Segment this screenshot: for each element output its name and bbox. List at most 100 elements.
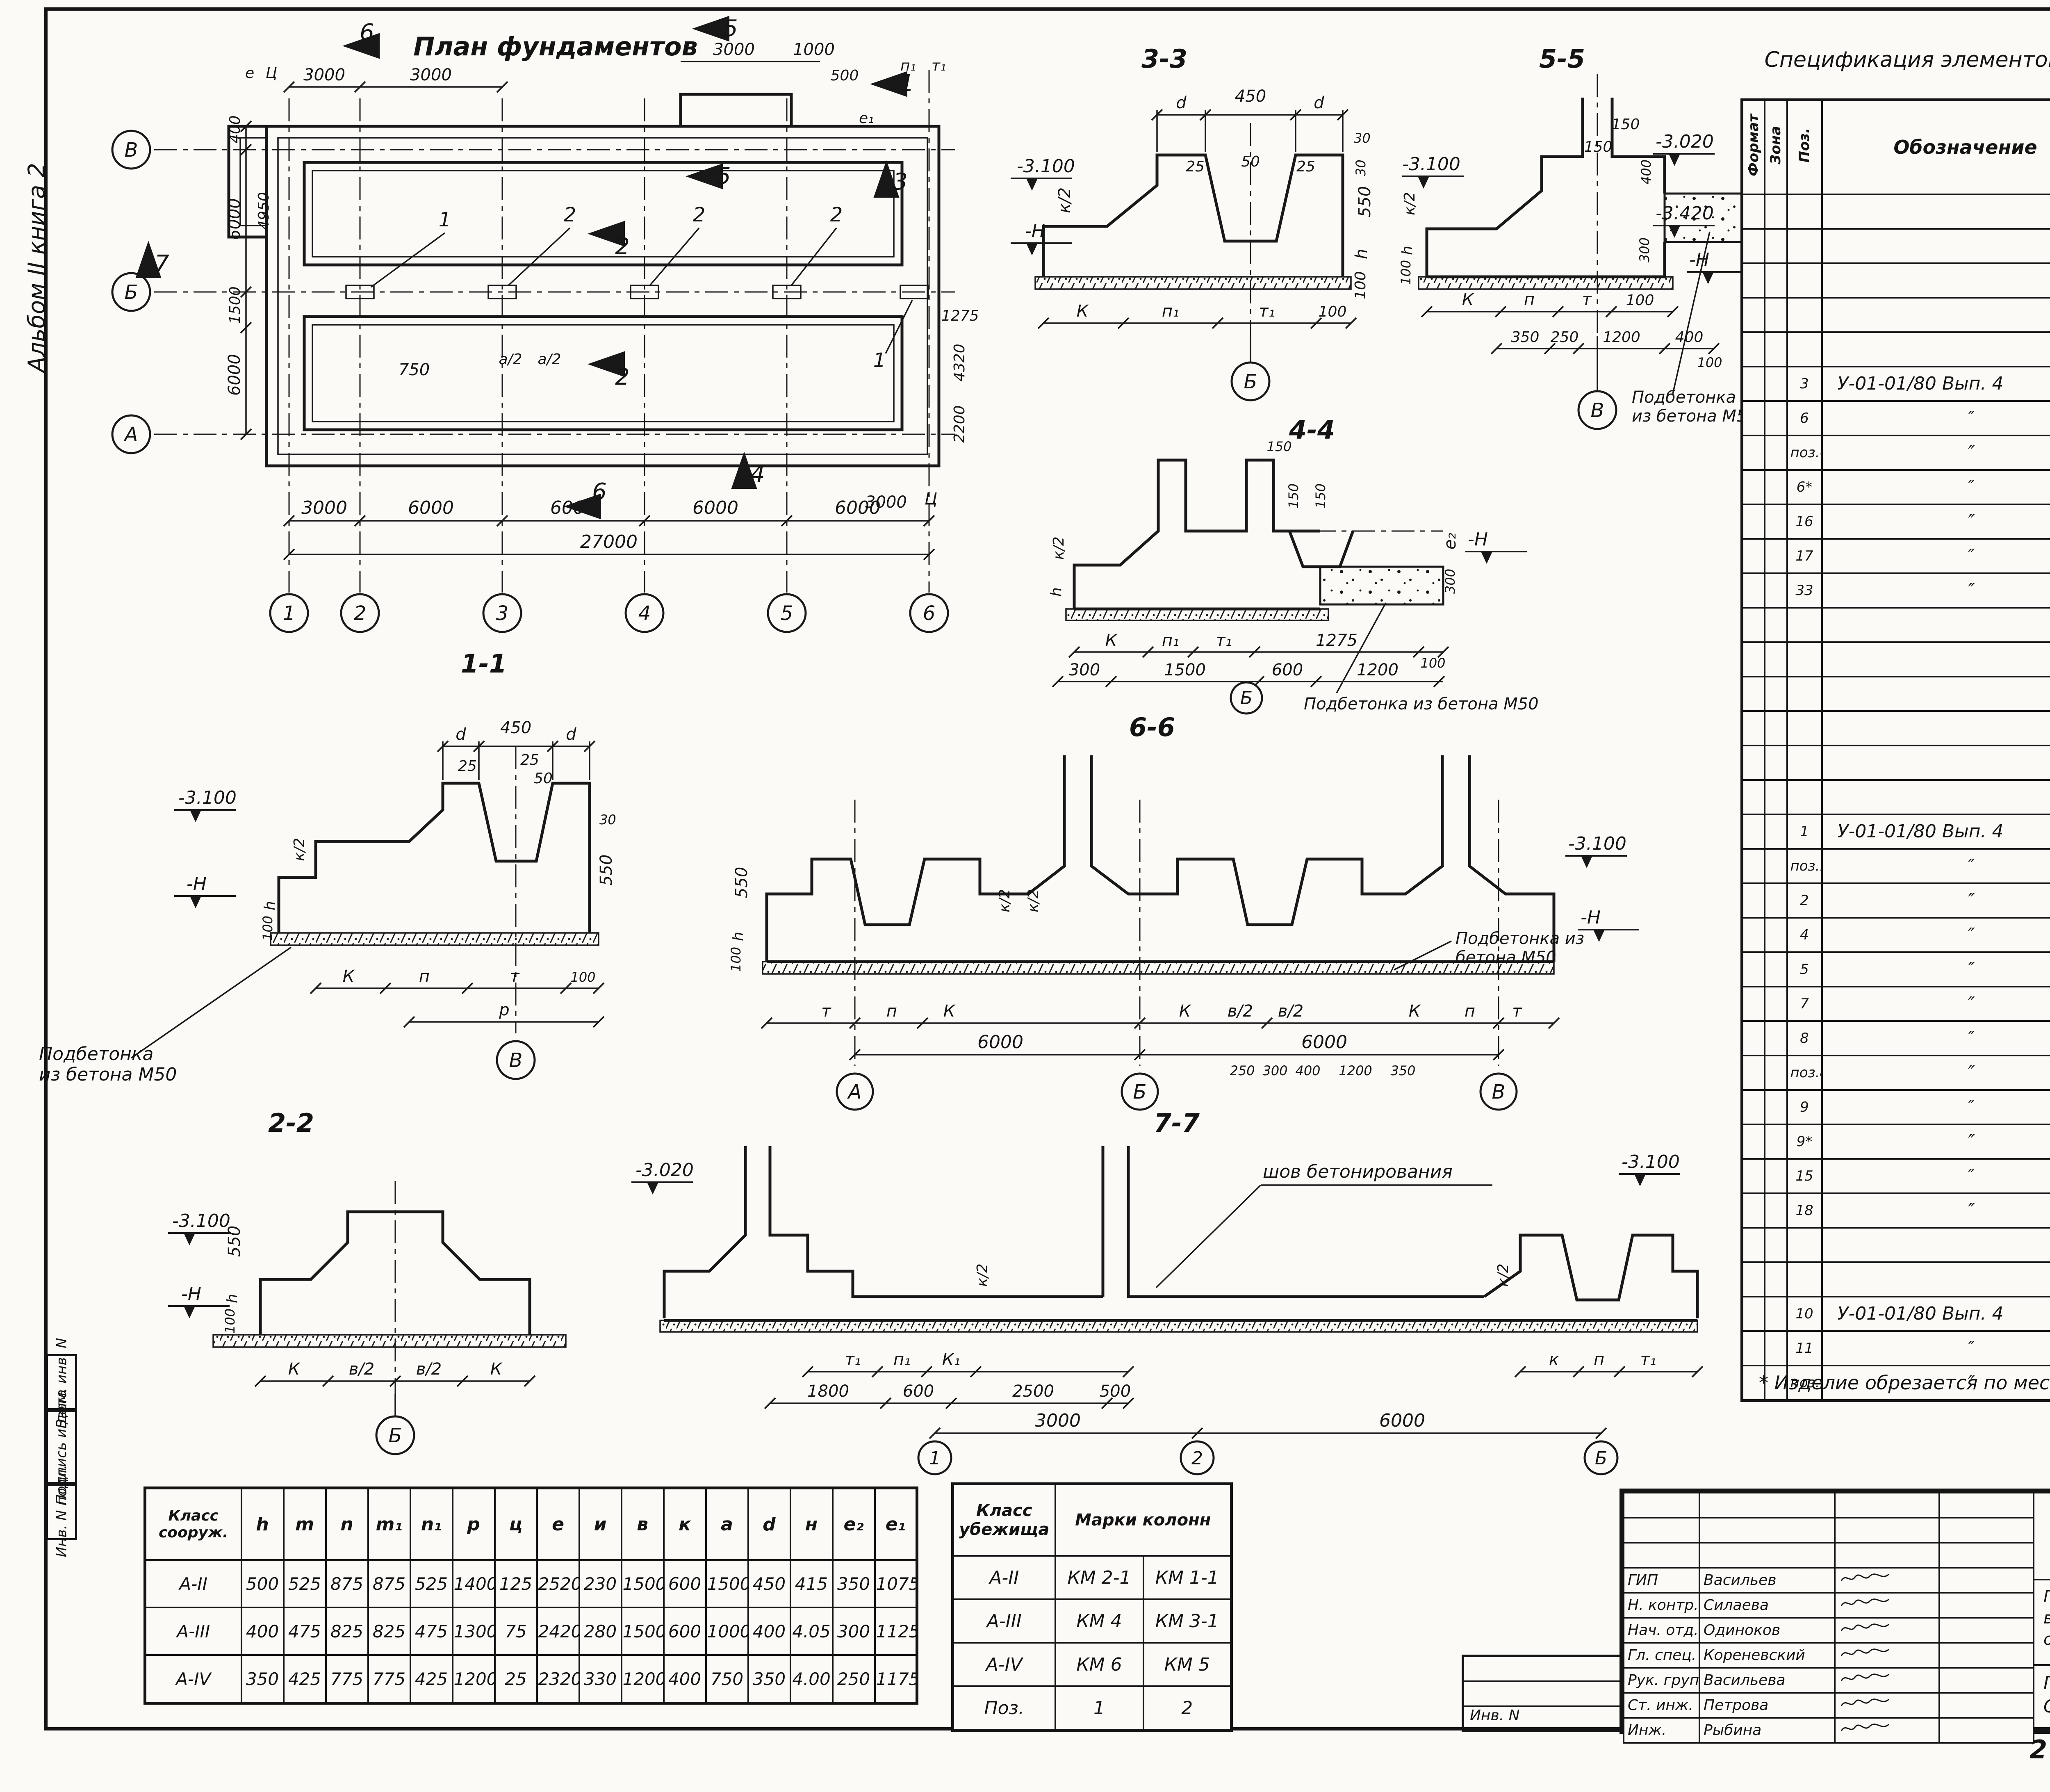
spec-cell-zone <box>1763 1261 1788 1297</box>
footer-doc-number: 21296-03 15 <box>2029 1735 2050 1765</box>
elevation-label: -3.020 <box>1656 131 1714 152</box>
spec-cell-zone <box>1763 331 1788 367</box>
spec-cell-ref: У-01-01/80 Вып. 4 <box>1821 1295 2050 1332</box>
dim-label: 6000 <box>550 497 596 518</box>
spec-row: Переменные данные <box>1741 641 2050 677</box>
dim-label: 600 <box>1272 661 1303 679</box>
dim-label: 1500 <box>227 286 244 324</box>
signature-mark <box>1840 1724 1889 1731</box>
param-header: и <box>578 1487 622 1561</box>
axis-bubble-label: А <box>123 423 138 446</box>
dim-label: к/2 <box>1495 1263 1512 1287</box>
elevation-label: -3.100 <box>172 1211 230 1231</box>
elevation-label: -3.100 <box>1622 1151 1680 1172</box>
param-header: n₁ <box>409 1487 453 1561</box>
spec-cell-pos: поз.6/2 <box>1786 434 1823 471</box>
spec-row: 11 ″ КП 50 1 559.8 кг <box>1741 1330 2050 1366</box>
spec-cell-zone <box>1763 1020 1788 1056</box>
dim-label: в/2 <box>1228 1002 1253 1021</box>
dim-label: 400 <box>227 115 244 144</box>
staff-role: ГИП <box>1623 1567 1700 1594</box>
spec-subtitle: (начало) <box>1740 75 2050 96</box>
param-header: Класс сооруж. <box>144 1487 242 1561</box>
spec-row: Каркасы пространственные <box>1741 1261 2050 1297</box>
dim-label: п₁ <box>893 1350 911 1369</box>
section-title: 3-3 <box>1141 44 1187 74</box>
spec-row: 5 ″ С 55 2 547 кг <box>1741 951 2050 987</box>
spec-cell-ref: ″ <box>1821 1192 2050 1229</box>
spec-cell-pos <box>1786 675 1823 712</box>
dim-label: 2500 <box>1012 1382 1054 1401</box>
axis-bubble-label: А <box>847 1081 862 1103</box>
spec-cell-pos: 2 <box>1786 882 1823 919</box>
spec-cell-pos: 6 <box>1786 400 1823 436</box>
spec-cell-ref: ″ <box>1821 400 2050 436</box>
spec-cell-format <box>1741 400 1765 436</box>
dim-label: 25 <box>520 752 539 768</box>
dim-label: 100 <box>1626 292 1654 309</box>
spec-row: 17 ″ С 88 24 1.5 кг <box>1741 538 2050 574</box>
dim-label: 1275 <box>941 308 979 324</box>
section-title: 4-4 <box>1289 415 1335 445</box>
section-title: 6-6 <box>1129 712 1175 742</box>
spec-cell-pos <box>1786 193 1823 230</box>
section-mark: 5 <box>723 15 738 42</box>
spec-cell-zone <box>1763 1295 1788 1332</box>
spec-cell-pos: 3 <box>1786 365 1823 402</box>
section-title: 2-2 <box>268 1108 314 1138</box>
spec-cell-pos: 4 <box>1786 917 1823 953</box>
spec-cell-ref: ″ <box>1821 1123 2050 1160</box>
spec-cell-format <box>1741 1364 1765 1401</box>
dim-label: 550 <box>225 1226 244 1257</box>
axis-bubble-label: В <box>1492 1081 1506 1103</box>
section-mark: 2 <box>615 364 630 390</box>
spec-cell-format <box>1741 434 1765 471</box>
staff-row: Гл. спец. Кореневский <box>1623 1642 2034 1669</box>
spec-cell-zone <box>1763 675 1788 712</box>
elevation-label: -3.100 <box>178 787 237 808</box>
axis-bubble-label: 1 <box>283 602 296 625</box>
spec-cell-pos: 18 <box>1786 1192 1823 1229</box>
leader-note: бетона М50 <box>1456 948 1556 967</box>
staff-role: Н. контр. <box>1623 1592 1700 1619</box>
axis-bubble-label: В <box>1591 399 1604 422</box>
spec-cell-ref <box>1821 779 2050 815</box>
dim-label: h <box>262 901 278 910</box>
dim-label: h <box>224 1294 241 1303</box>
section-title: 1-1 <box>461 649 507 679</box>
dim-label: е₁ <box>859 110 874 127</box>
spec-cell-format <box>1741 1295 1765 1332</box>
dim-label: п <box>1594 1350 1604 1369</box>
pos-label: 2 <box>693 203 706 226</box>
elevation-label: -Н <box>1689 249 1709 270</box>
spec-cell-format <box>1741 882 1765 919</box>
spec-row: Фундаменты <box>1741 193 2050 230</box>
spec-cell-format <box>1741 1020 1765 1056</box>
section-mark: 2 <box>615 233 630 260</box>
pos-label: 1 <box>873 349 886 372</box>
param-header: m <box>282 1487 327 1561</box>
spec-cell-format <box>1741 813 1765 850</box>
dim-label: т₁ <box>1216 631 1232 650</box>
dim-label: п <box>419 967 430 986</box>
dim-label: 50 <box>1241 153 1260 170</box>
spec-cell-format <box>1741 469 1765 505</box>
class-parameters-table: Класс сооруж. h m n m₁ n₁ p ц e и в к a … <box>144 1486 918 1705</box>
spec-cell-pos <box>1786 779 1823 815</box>
staff-signature <box>1834 1617 1940 1644</box>
dim-label: 100 <box>728 947 744 972</box>
spec-header-ref: Обозначение <box>1821 99 2050 195</box>
spec-row: поз.6/2 ″ С 63/2 2 41.4 кг <box>1741 434 2050 471</box>
dim-label: 6000 <box>1301 1032 1347 1053</box>
spec-cell-ref: ″ <box>1821 572 2050 609</box>
section-1-1: 1-1 d 450 d 25 25 50 30 550 -3.100 -Н к/… <box>39 649 616 1085</box>
dim-label: 1200 <box>1357 661 1399 679</box>
dim-label: h <box>730 932 747 941</box>
staff-row: ГИП Васильев <box>1623 1567 2034 1594</box>
axis-bubble-label: 1 <box>929 1448 941 1469</box>
param-header: n <box>325 1487 369 1561</box>
param-header: к <box>663 1487 707 1561</box>
dim-label: h <box>1399 246 1416 255</box>
spec-cell-format <box>1741 951 1765 987</box>
